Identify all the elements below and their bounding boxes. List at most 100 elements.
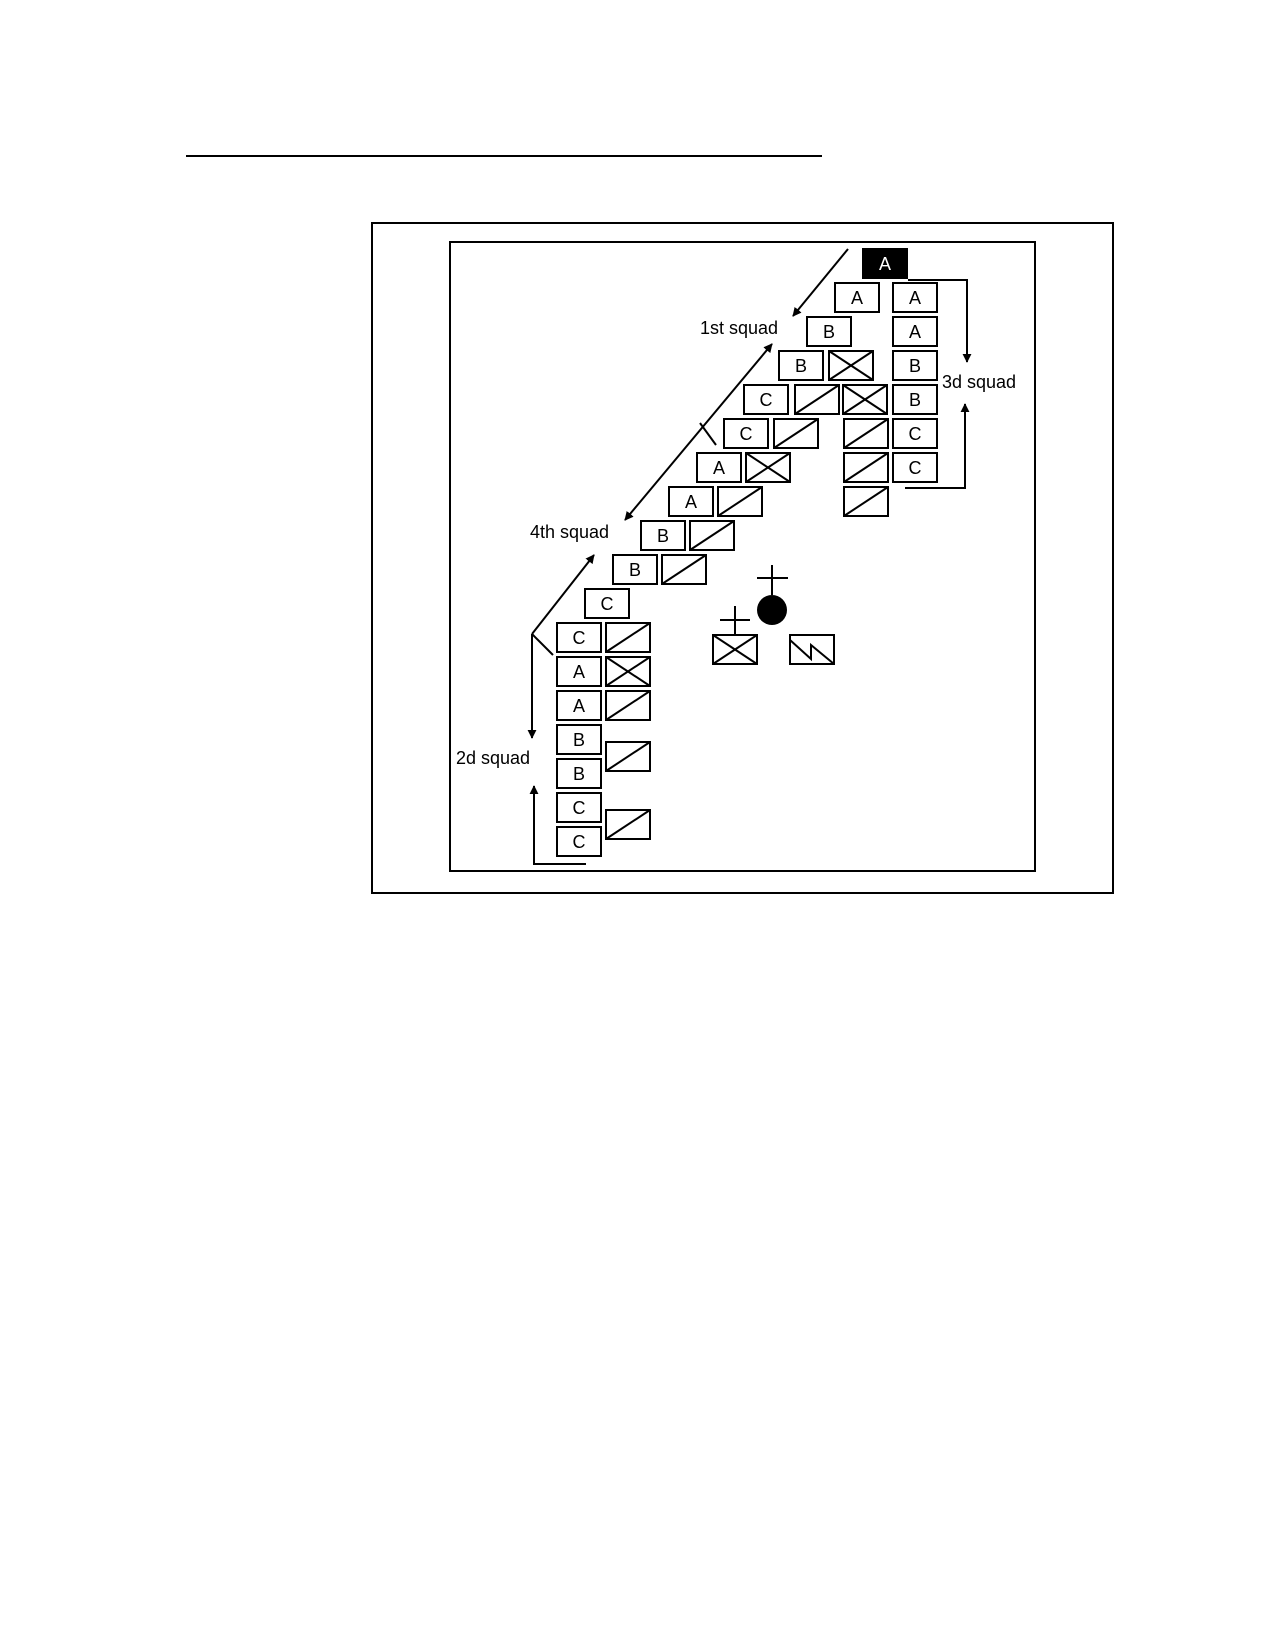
soldier-box — [778, 350, 824, 381]
header-rule — [186, 155, 822, 157]
slashed-box-symbol — [661, 554, 707, 585]
soldier-letter: C — [573, 798, 586, 818]
soldier-letter: B — [573, 730, 585, 750]
soldier-symbol: B — [556, 724, 602, 755]
squad3-bracket-top — [908, 279, 972, 363]
slashed-box-symbol — [689, 520, 735, 551]
soldier-box — [556, 758, 602, 789]
slashed-box-symbol — [717, 486, 763, 517]
soldier-box — [892, 282, 938, 313]
soldier-box — [556, 826, 602, 857]
soldier-box — [892, 350, 938, 381]
soldier-symbol: A — [892, 282, 938, 313]
slashed-box-symbol — [773, 418, 819, 449]
soldier-box — [806, 316, 852, 347]
soldier-symbol: C — [743, 384, 789, 415]
radio-operator-symbol — [789, 634, 835, 665]
soldier-symbol: B — [892, 350, 938, 381]
squad1-label: 1st squad — [700, 318, 778, 338]
crossed-box-symbol — [828, 350, 874, 381]
soldier-letter: B — [657, 526, 669, 546]
soldier-letter: C — [573, 628, 586, 648]
squad2-label: 2d squad — [456, 748, 530, 768]
soldier-box — [640, 520, 686, 551]
soldier-box — [892, 316, 938, 347]
soldier-letter: A — [851, 288, 863, 308]
soldier-symbol: B — [778, 350, 824, 381]
soldier-symbol: C — [556, 792, 602, 823]
soldier-symbol: A — [696, 452, 742, 483]
soldier-letter: B — [823, 322, 835, 342]
soldier-symbol: C — [556, 622, 602, 653]
soldier-letter: A — [879, 254, 891, 274]
platoon-leader-symbol — [757, 565, 788, 625]
soldier-symbol: B — [806, 316, 852, 347]
soldier-letter: A — [713, 458, 725, 478]
squad4-label: 4th squad — [530, 522, 609, 542]
soldier-box — [834, 282, 880, 313]
soldier-letter: B — [909, 390, 921, 410]
squad3-bracket-bottom — [905, 403, 970, 489]
soldier-symbol: A — [668, 486, 714, 517]
sergeant-symbol — [712, 606, 758, 665]
soldier-box — [556, 792, 602, 823]
soldier-box — [862, 248, 908, 279]
inner-frame — [449, 241, 1036, 872]
slashed-box-symbol — [843, 418, 889, 449]
squad-divider-tick — [699, 422, 717, 446]
slashed-box-symbol — [843, 486, 889, 517]
soldier-symbol: B — [892, 384, 938, 415]
squad1-4-double-arrow — [624, 343, 773, 521]
soldier-letter: C — [573, 832, 586, 852]
slashed-box-symbol — [605, 809, 651, 840]
soldier-letter: C — [601, 594, 614, 614]
soldier-box — [584, 588, 630, 619]
soldier-box — [556, 724, 602, 755]
soldier-box — [556, 622, 602, 653]
soldier-letter: B — [795, 356, 807, 376]
soldier-symbol: A — [556, 656, 602, 687]
soldier-letter: A — [909, 322, 921, 342]
soldier-symbol: C — [892, 452, 938, 483]
soldier-symbol: B — [612, 554, 658, 585]
slashed-box-symbol — [605, 741, 651, 772]
soldier-box — [892, 418, 938, 449]
soldier-symbol: C — [584, 588, 630, 619]
squad1-arrow — [792, 248, 849, 317]
soldier-symbol: A — [834, 282, 880, 313]
soldier-symbol: C — [556, 826, 602, 857]
soldier-letter: B — [909, 356, 921, 376]
figure-frame — [371, 222, 1114, 894]
slashed-box-symbol — [605, 690, 651, 721]
crossed-box-symbol — [605, 656, 651, 687]
soldier-letter: A — [573, 696, 585, 716]
slashed-box-symbol — [794, 384, 840, 415]
soldier-letter: C — [760, 390, 773, 410]
soldier-box — [892, 384, 938, 415]
soldier-symbol: B — [640, 520, 686, 551]
crossed-box-symbol — [842, 384, 888, 415]
slashed-box-symbol — [605, 622, 651, 653]
crossed-box-symbol — [745, 452, 791, 483]
soldier-symbol: C — [723, 418, 769, 449]
soldier-letter: C — [909, 424, 922, 444]
soldier-letter: A — [685, 492, 697, 512]
soldier-symbol: A — [556, 690, 602, 721]
soldier-letter: B — [629, 560, 641, 580]
squad2-4-join — [531, 633, 554, 656]
squad4-arrow — [531, 554, 595, 635]
squad3-label: 3d squad — [942, 372, 1016, 392]
soldier-box — [556, 690, 602, 721]
soldier-box — [556, 656, 602, 687]
soldier-letter: B — [573, 764, 585, 784]
soldier-letter: C — [740, 424, 753, 444]
soldier-symbol: A — [892, 316, 938, 347]
soldier-letter: A — [909, 288, 921, 308]
slashed-box-symbol — [843, 452, 889, 483]
soldier-box — [892, 452, 938, 483]
soldier-letter: A — [573, 662, 585, 682]
soldier-letter: C — [909, 458, 922, 478]
squad2-bracket-bottom — [529, 785, 586, 865]
